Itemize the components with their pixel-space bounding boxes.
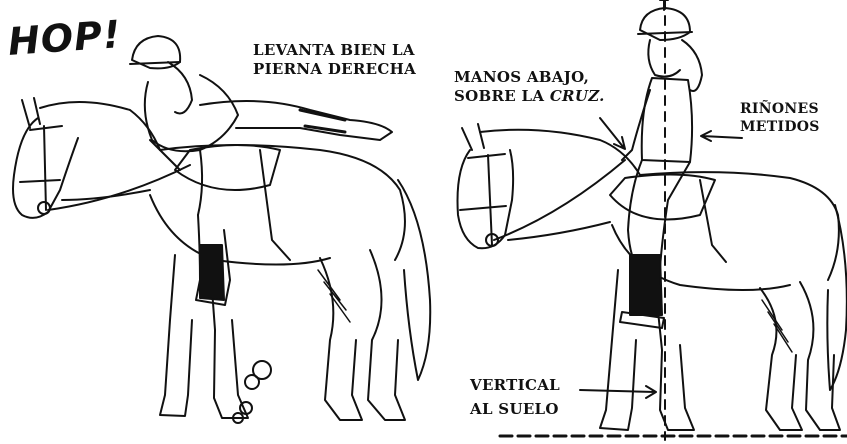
hands-arrow [599,117,626,150]
back-label-line1: RIÑONES [740,101,819,117]
back-arrow [700,130,743,142]
left-pony [12,97,432,424]
right-pony [456,123,847,431]
hands-label: MANOS ABAJO, SOBRE LA CRUZ. [454,68,605,106]
vertical-label: VERTICAL AL SUELO [470,373,560,421]
vertical-label-line1: VERTICAL [470,376,560,394]
back-label-line2: METIDOS [740,119,820,135]
right-rider [619,7,703,329]
left-leg-label-line2: PIERNA DERECHA [253,60,417,78]
left-leg-label-line1: LEVANTA BIEN LA [253,41,415,59]
vertical-arrow [579,385,657,399]
back-label: RIÑONES METIDOS [740,100,820,136]
left-rider [129,35,393,306]
left-leg-label: LEVANTA BIEN LA PIERNA DERECHA [253,41,416,79]
exclamation-hop: HOP! [6,12,123,64]
hands-label-prefix: SOBRE LA [454,87,550,105]
vertical-label-line2: AL SUELO [470,400,559,418]
hands-label-emph: CRUZ. [549,87,605,105]
hands-label-line2: SOBRE LA CRUZ. [454,87,605,106]
hands-label-line1: MANOS ABAJO, [454,68,590,86]
